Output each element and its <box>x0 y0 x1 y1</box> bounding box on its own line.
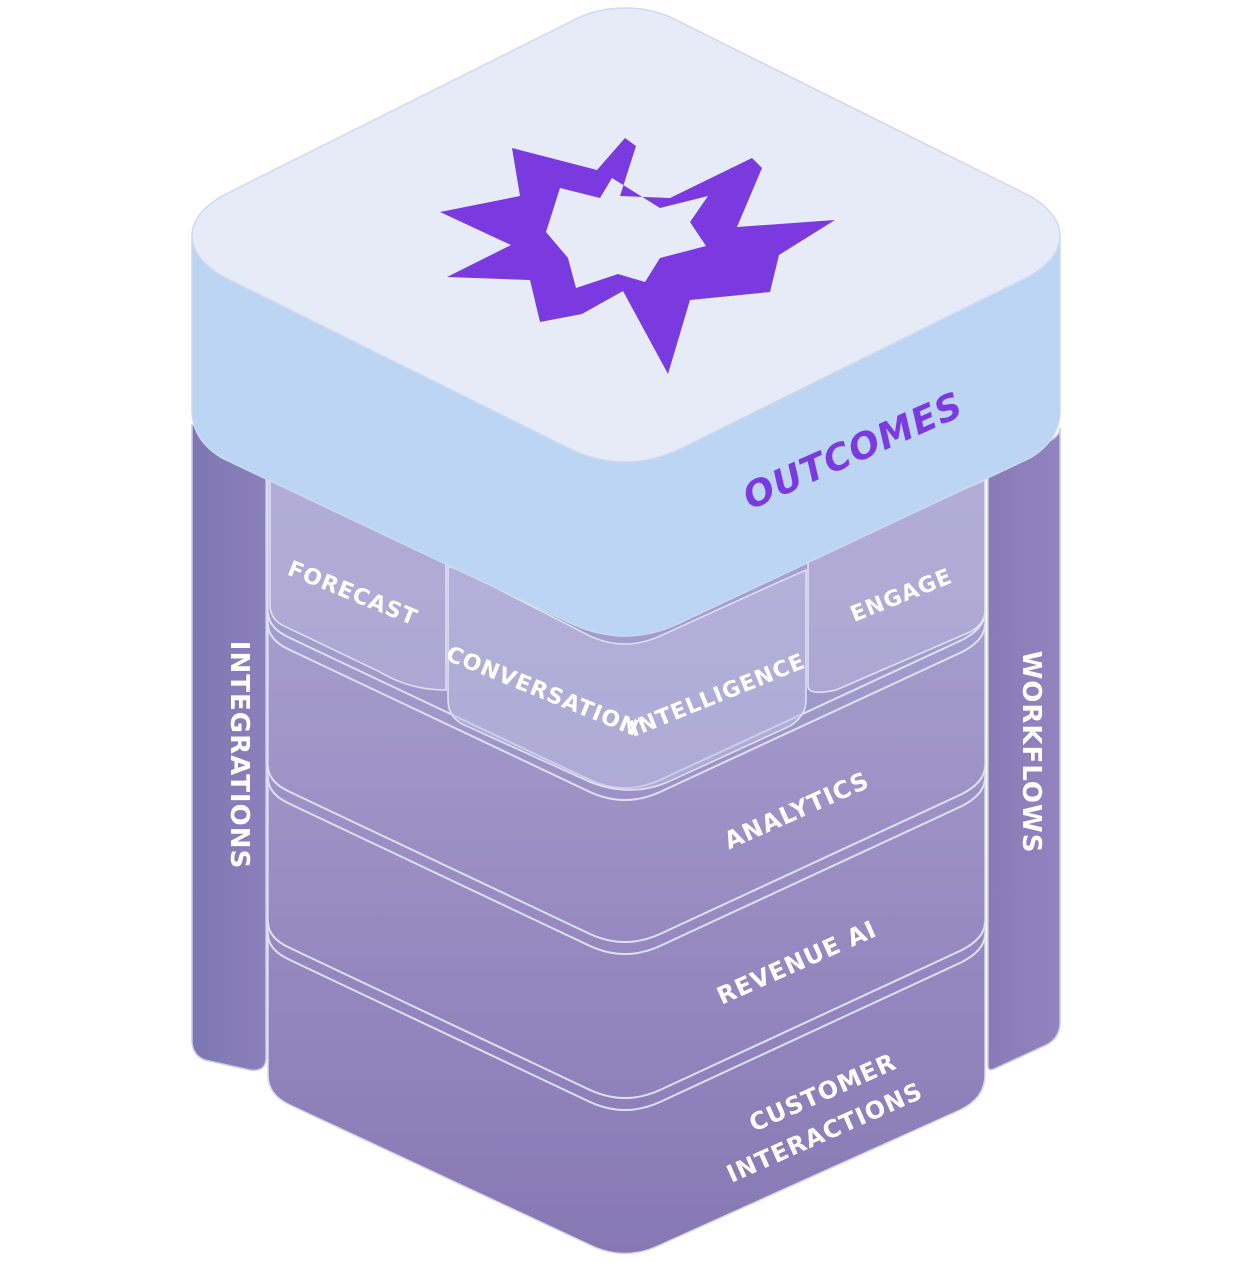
outcomes-slab <box>191 7 1061 637</box>
star-burst-logo-icon <box>440 138 835 374</box>
module-blocks <box>269 468 986 791</box>
workflows-label: WORKFLOWS <box>1016 651 1046 854</box>
integrations-label: INTEGRATIONS <box>224 641 254 869</box>
